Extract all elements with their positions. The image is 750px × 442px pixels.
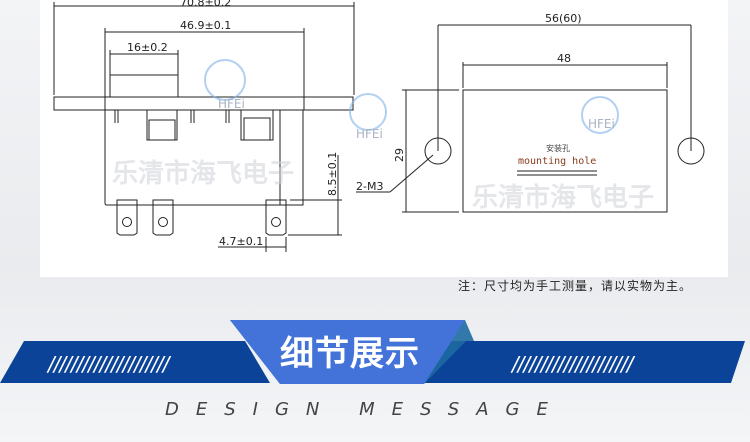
- svg-text:HFEi: HFEi: [356, 127, 383, 141]
- banner-hatch-right: /////////////////////: [512, 352, 634, 376]
- cutout-label-cn: 安装孔: [546, 143, 570, 153]
- dim-overall-width: 70.8±0.2: [180, 0, 231, 9]
- technical-drawing: 70.8±0.2 46.9±0.1 16±0.2 8.5±0.1 4.7±0.1…: [53, 0, 705, 252]
- svg-text:乐清市海飞电子: 乐清市海飞电子: [472, 182, 654, 213]
- banner-hatch-left: /////////////////////: [48, 352, 170, 376]
- dim-terminal-height: 8.5±0.1: [326, 152, 339, 196]
- svg-text:乐清市海飞电子: 乐清市海飞电子: [112, 158, 294, 189]
- dim-cutout-height: 29: [393, 148, 406, 162]
- dim-body-width: 46.9±0.1: [180, 19, 231, 32]
- dim-screw: 2-M3: [356, 180, 383, 193]
- svg-text:HFEi: HFEi: [588, 117, 615, 131]
- banner-left-band: [0, 341, 270, 383]
- hfei-logo: HFEi HFEi HFEi: [204, 59, 619, 141]
- banner-subtitle: DESIGN MESSAGE: [165, 399, 565, 420]
- watermark: 乐清市海飞电子 乐清市海飞电子: [112, 158, 654, 213]
- measurement-note: 注：尺寸均为手工测量，请以实物为主。: [458, 279, 693, 293]
- dim-hole-spacing: 56(60): [545, 12, 582, 25]
- dim-terminal-width: 4.7±0.1: [219, 235, 263, 248]
- cutout-label-en: mounting hole: [518, 156, 596, 167]
- mounting-cutout-view: [356, 24, 705, 213]
- banner-title-plate: [230, 320, 465, 384]
- drawing-panel: [40, 0, 728, 277]
- svg-text:HFEi: HFEi: [218, 97, 245, 111]
- dim-top-width: 16±0.2: [127, 41, 168, 54]
- dim-cutout-width: 48: [557, 52, 571, 65]
- banner-title: 细节展示: [280, 334, 420, 374]
